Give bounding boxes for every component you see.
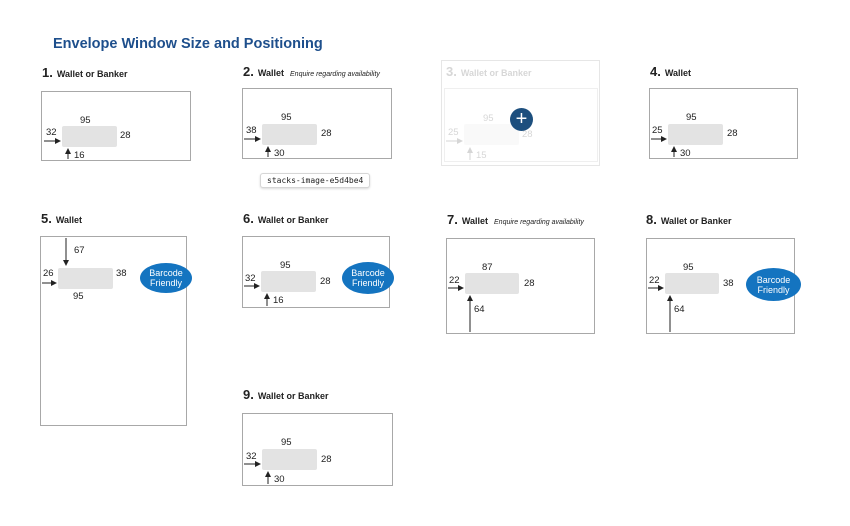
item-9-window	[262, 449, 317, 470]
item-6-width: 95	[280, 260, 291, 271]
item-6-window	[261, 271, 316, 292]
item-3-height: 28	[522, 129, 533, 140]
item-9-left-offset: 32	[246, 451, 257, 462]
item-8-bottom-offset: 64	[674, 304, 685, 315]
item-6-height: 28	[320, 276, 331, 287]
item-7-left-offset: 22	[449, 275, 460, 286]
item-3-bottom-offset: 15	[476, 150, 487, 161]
item-8-width: 95	[683, 262, 694, 273]
item-4-height: 28	[727, 128, 738, 139]
item-7-height: 28	[524, 278, 535, 289]
page-title: Envelope Window Size and Positioning	[53, 36, 323, 52]
item-4-left-offset: 25	[652, 125, 663, 136]
item-1-width: 95	[80, 115, 91, 126]
item-2-left-offset: 38	[246, 125, 257, 136]
item-1-height: 28	[120, 130, 131, 141]
item-3-left-offset: 25	[448, 127, 459, 138]
item-7-bottom-offset: 64	[474, 304, 485, 315]
item-7-width: 87	[482, 262, 493, 273]
item-5-label: 5.Wallet	[41, 211, 83, 226]
item-3-label: 3.Wallet or Banker	[446, 64, 532, 79]
item-5-height: 38	[116, 268, 127, 279]
item-2-window	[262, 124, 317, 145]
item-3-ghost-frame	[441, 60, 600, 166]
item-7-window	[465, 273, 519, 294]
image-tooltip: stacks-image-e5d4be4	[260, 173, 371, 188]
item-8-barcode-badge: Barcode Friendly	[746, 268, 801, 301]
item-6-left-offset: 32	[245, 273, 256, 284]
item-2-height: 28	[321, 128, 332, 139]
item-5-barcode-badge: Barcode Friendly	[140, 263, 192, 293]
item-8-window	[665, 273, 719, 294]
item-8-left-offset: 22	[649, 275, 660, 286]
item-9-width: 95	[281, 437, 292, 448]
item-4-width: 95	[686, 112, 697, 123]
item-1-window	[62, 126, 117, 147]
item-8-height: 38	[723, 278, 734, 289]
item-6-barcode-badge: Barcode Friendly	[342, 262, 394, 294]
item-4-envelope	[649, 88, 798, 159]
item-5-top-offset: 67	[74, 245, 85, 256]
item-2-bottom-offset: 30	[274, 148, 285, 159]
item-8-label: 8.Wallet or Banker	[646, 212, 732, 227]
item-9-label: 9.Wallet or Banker	[243, 387, 329, 402]
item-2-width: 95	[281, 112, 292, 123]
item-4-window	[668, 124, 723, 145]
item-4-label: 4.Wallet	[650, 64, 692, 79]
item-9-bottom-offset: 30	[274, 474, 285, 485]
item-5-width: 95	[73, 291, 84, 302]
add-plus-icon[interactable]: +	[510, 108, 533, 131]
item-6-label: 6.Wallet or Banker	[243, 211, 329, 226]
item-1-left-offset: 32	[46, 127, 57, 138]
item-9-height: 28	[321, 454, 332, 465]
item-5-left-offset: 26	[43, 268, 54, 279]
item-3-width: 95	[483, 113, 494, 124]
item-6-bottom-offset: 16	[273, 295, 284, 306]
item-1-bottom-offset: 16	[74, 150, 85, 161]
item-3-window	[464, 124, 519, 145]
item-1-label: 1.Wallet or Banker	[42, 65, 128, 80]
item-5-window	[58, 268, 113, 289]
item-4-bottom-offset: 30	[680, 148, 691, 159]
